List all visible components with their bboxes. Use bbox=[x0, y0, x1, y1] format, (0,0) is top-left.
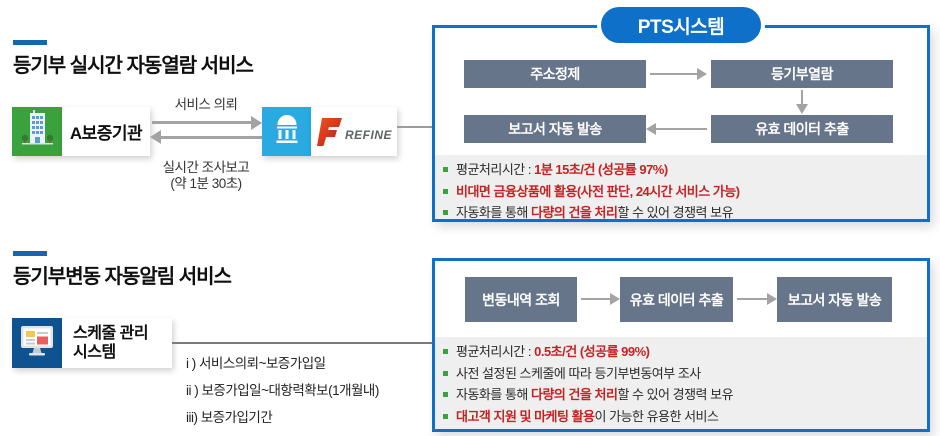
flow-arrow-shaft bbox=[801, 90, 803, 104]
monitor-icon bbox=[20, 325, 54, 362]
schedule-period-list: i ) 서비스의뢰~보증가입일 ii ) 보증가입일~대항력확보(1개월내) i… bbox=[186, 352, 379, 433]
benefit-bullet: 비대면 금융상품에 활용(사전 판단, 24시간 서비스 가능) bbox=[443, 184, 927, 199]
response-arrow-shaft bbox=[161, 136, 262, 139]
flow-step-address-refine: 주소정제 bbox=[464, 60, 646, 88]
bullet-text-segment: 자동화를 통해 bbox=[456, 205, 531, 220]
flow-arrow-shaft bbox=[581, 298, 610, 300]
bullet-text-highlight: 대고객 지원 및 마케팅 활용 bbox=[456, 408, 595, 424]
flow-arrow-left-icon bbox=[646, 123, 656, 135]
bullet-text: 사전 설정된 스케줄에 따라 등기부변동여부 조사 bbox=[456, 366, 701, 381]
refine-service-tile bbox=[262, 107, 311, 156]
bullet-square-icon bbox=[443, 413, 448, 419]
service2-benefits-panel: 평균처리시간 : 0.5초/건 (성공률 99%) 사전 설정된 스케줄에 따라… bbox=[435, 337, 927, 429]
bullet-text-highlight: 비대면 금융상품에 활용(사전 판단, 24시간 서비스 가능) bbox=[456, 183, 740, 199]
request-arrow-head-icon bbox=[251, 116, 262, 130]
bullet-text: 비대면 금융상품에 활용(사전 판단, 24시간 서비스 가능) bbox=[456, 184, 740, 199]
section2-connector-line bbox=[172, 342, 432, 344]
flow-step-extract-data-2: 유효 데이터 추출 bbox=[620, 277, 733, 322]
bullet-text-segment: 이 가능한 유용한 서비스 bbox=[594, 408, 719, 424]
benefit-bullet: 평균처리시간 : 0.5초/건 (성공률 99%) bbox=[443, 344, 927, 359]
bullet-text: 자동화를 통해 다량의 건을 처리할 수 있어 경쟁력 보유 bbox=[456, 387, 734, 402]
flow-arrow-right-icon bbox=[697, 68, 707, 80]
flow-step-send-report: 보고서 자동 발송 bbox=[464, 115, 646, 143]
bullet-text: 평균처리시간 : 0.5초/건 (성공률 99%) bbox=[456, 344, 650, 359]
request-arrow-label: 서비스 의뢰 bbox=[174, 97, 238, 112]
bank-building-icon bbox=[272, 114, 302, 149]
flow-arrow-right-icon bbox=[767, 293, 777, 305]
guarantee-institution-tile bbox=[12, 107, 62, 156]
schedule-system-label-line1: 스케줄 관리 bbox=[73, 325, 149, 342]
flow-arrow-shaft bbox=[650, 73, 697, 75]
section2-title: 등기부변동 자동알림 서비스 bbox=[13, 266, 232, 288]
bullet-text-highlight: 다량의 건을 처리 bbox=[530, 387, 618, 402]
flow-step-send-report-2: 보고서 자동 발송 bbox=[777, 277, 892, 322]
schedule-system-tile bbox=[12, 318, 62, 368]
schedule-period-item: i ) 서비스의뢰~보증가입일 bbox=[186, 356, 326, 371]
section1-title: 등기부 실시간 자동열람 서비스 bbox=[13, 55, 254, 77]
flow-arrow-shaft bbox=[737, 298, 767, 300]
bullet-text-segment: 사전 설정된 스케줄에 따라 등기부변동여부 조사 bbox=[456, 365, 701, 381]
response-arrow-head-icon bbox=[150, 130, 161, 144]
bullet-square-icon bbox=[443, 349, 448, 354]
bullet-square-icon bbox=[443, 392, 448, 397]
flow-arrow-shaft bbox=[656, 128, 707, 130]
schedule-period-item: ii ) 보증가입일~대항력확보(1개월내) bbox=[186, 383, 379, 398]
flow-step-extract-data: 유효 데이터 추출 bbox=[711, 115, 893, 143]
section1-accent-bar bbox=[13, 40, 47, 45]
benefit-bullet: 사전 설정된 스케줄에 따라 등기부변동여부 조사 bbox=[443, 366, 927, 381]
bullet-text-highlight: 0.5초/건 (성공률 99%) bbox=[534, 344, 650, 359]
refine-logo-card: REFINE bbox=[311, 107, 397, 156]
schedule-system-label: 스케줄 관리 시스템 bbox=[62, 318, 172, 368]
bullet-square-icon bbox=[443, 370, 448, 376]
bullet-text-highlight: 다량의 건을 처리 bbox=[530, 205, 618, 220]
response-arrow-label-line1: 실시간 조사보고 bbox=[162, 160, 250, 175]
guarantee-institution-label: A보증기관 bbox=[62, 107, 150, 156]
request-arrow-shaft bbox=[152, 121, 251, 124]
flow-arrow-right-icon bbox=[610, 293, 620, 305]
bullet-text-segment: 할 수 있어 경쟁력 보유 bbox=[617, 205, 734, 220]
bullet-text-segment: 자동화를 통해 bbox=[456, 387, 531, 402]
refine-flag-icon bbox=[316, 117, 342, 146]
bullet-text-segment: 할 수 있어 경쟁력 보유 bbox=[617, 387, 734, 402]
section2-accent-bar bbox=[13, 251, 47, 256]
bullet-text-highlight: 1분 15초/건 (성공률 97%) bbox=[534, 162, 668, 177]
schedule-period-item: iii) 보증가입기간 bbox=[186, 410, 273, 425]
bullet-square-icon bbox=[443, 188, 448, 194]
bullet-text-segment: 평균처리시간 : bbox=[456, 344, 535, 359]
flow-arrow-down-icon bbox=[796, 104, 808, 114]
bullet-text-segment: 평균처리시간 : bbox=[456, 162, 535, 177]
schedule-system-label-line2: 시스템 bbox=[73, 344, 116, 361]
benefit-bullet: 자동화를 통해 다량의 건을 처리할 수 있어 경쟁력 보유 bbox=[443, 387, 927, 402]
refine-logo: REFINE bbox=[316, 116, 392, 148]
bullet-square-icon bbox=[443, 210, 448, 215]
flow-step-change-lookup: 변동내역 조회 bbox=[465, 277, 577, 322]
bullet-text: 평균처리시간 : 1분 15초/건 (성공률 97%) bbox=[456, 162, 668, 177]
office-building-icon bbox=[19, 110, 55, 153]
bullet-text: 대고객 지원 및 마케팅 활용이 가능한 유용한 서비스 bbox=[456, 408, 719, 424]
flow-step-registry-view: 등기부열람 bbox=[711, 60, 893, 88]
bullet-square-icon bbox=[443, 167, 448, 172]
section1-connector-line bbox=[397, 126, 432, 128]
bullet-text: 자동화를 통해 다량의 건을 처리할 수 있어 경쟁력 보유 bbox=[456, 205, 734, 220]
benefit-bullet: 자동화를 통해 다량의 건을 처리할 수 있어 경쟁력 보유 bbox=[443, 205, 927, 220]
benefit-bullet: 평균처리시간 : 1분 15초/건 (성공률 97%) bbox=[443, 162, 927, 177]
benefit-bullet: 대고객 지원 및 마케팅 활용이 가능한 유용한 서비스 bbox=[443, 409, 927, 424]
service1-benefits-panel: 평균처리시간 : 1분 15초/건 (성공률 97%) 비대면 금융상품에 활용… bbox=[435, 155, 927, 220]
refine-logo-text: REFINE bbox=[344, 127, 392, 142]
pts-system-badge: PTS시스템 bbox=[597, 3, 765, 47]
response-arrow-label-line2: (약 1분 30초) bbox=[170, 176, 242, 191]
